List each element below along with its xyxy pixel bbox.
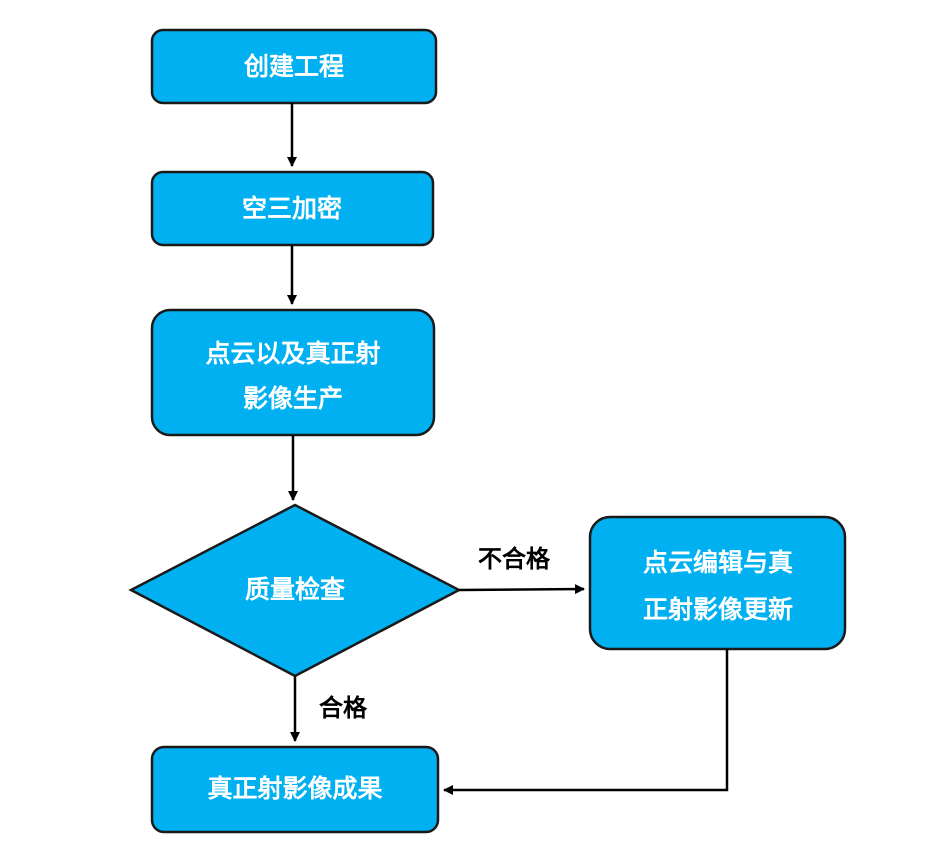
node-pointcloud-production-line2: 影像生产 [243, 384, 343, 413]
node-pointcloud-production-line1: 点云以及真正射 [205, 339, 380, 368]
node-create-project-label: 创建工程 [243, 52, 344, 81]
node-aerotriangulation: 空三加密 [150, 170, 435, 247]
edge-edit-to-result [443, 649, 729, 795]
node-create-project: 创建工程 [150, 28, 438, 105]
node-pointcloud-production: 点云以及真正射 影像生产 [150, 308, 436, 437]
edge-pass-label: 合格 [319, 694, 368, 722]
node-aerotriangulation-label: 空三加密 [242, 194, 342, 223]
node-pointcloud-edit-line2: 正射影像更新 [643, 595, 793, 624]
node-final-result: 真正射影像成果 [150, 745, 440, 834]
edge-quality-check-to-edit [458, 584, 585, 595]
edge-fail-label: 不合格 [478, 545, 551, 573]
node-quality-check-label: 质量检查 [245, 575, 345, 604]
node-pointcloud-edit: 点云编辑与真 正射影像更新 [588, 515, 847, 651]
node-final-result-label: 真正射影像成果 [207, 774, 382, 803]
node-quality-check: 质量检查 [128, 503, 462, 678]
node-pointcloud-edit-line1: 点云编辑与真 [643, 548, 793, 577]
